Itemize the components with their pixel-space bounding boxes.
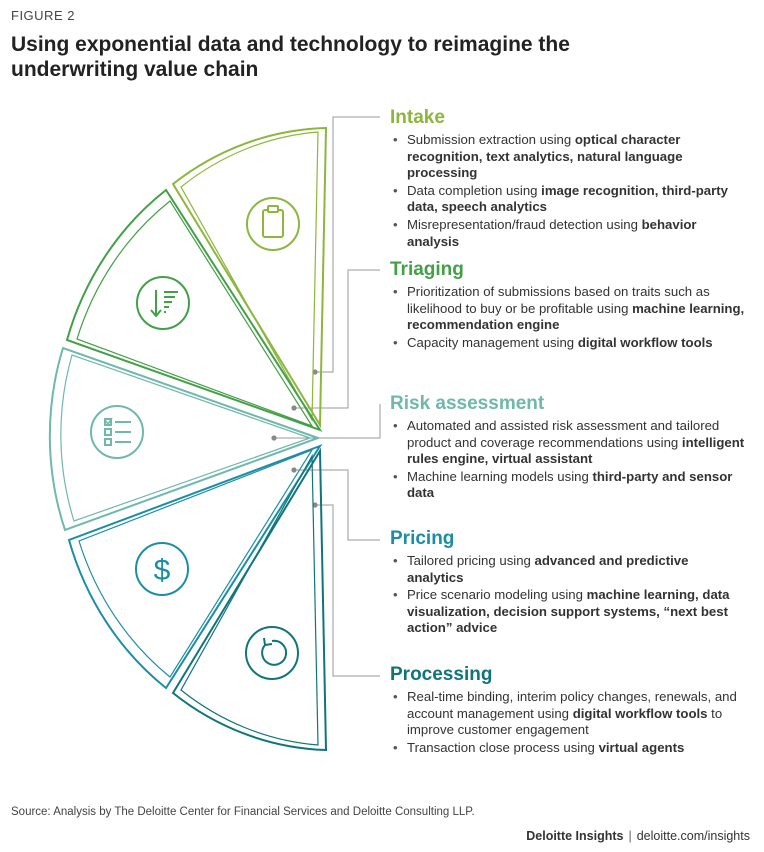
stage-risk-assessment: Risk assessment Automated and assisted r…	[390, 393, 745, 503]
bullet-text: Tailored pricing using	[407, 553, 535, 568]
stage-bullet: Automated and assisted risk assessment a…	[390, 418, 745, 468]
bullet-text: Automated and assisted risk assessment a…	[407, 418, 720, 450]
bullet-technology: image recognition, third-party data, spe…	[407, 182, 728, 215]
stage-bullets-processing: Real-time binding, interim policy change…	[390, 689, 745, 756]
bullet-text: Prioritization of submissions based on t…	[407, 284, 710, 316]
stage-bullets-intake: Submission extraction using optical char…	[390, 132, 745, 250]
bullet-technology: machine learning, data visualization, de…	[407, 587, 730, 636]
bullet-technology: behavior analysis	[407, 216, 697, 249]
stage-pricing: Pricing Tailored pricing using advanced …	[390, 528, 745, 638]
stage-intake: Intake Submission extraction using optic…	[390, 107, 745, 251]
connector-processing	[315, 504, 380, 677]
bullet-text: to improve customer engagement	[407, 705, 723, 738]
connector-dots	[271, 369, 318, 508]
bullet-technology: intelligent rules engine, virtual assist…	[407, 434, 745, 467]
stage-bullets-risk-assessment: Automated and assisted risk assessment a…	[390, 418, 745, 502]
bullet-text: Misrepresentation/fraud detection using	[407, 216, 642, 232]
footer-separator: |	[628, 829, 632, 843]
stage-title-triaging: Triaging	[390, 259, 464, 280]
footer: Deloitte Insights | deloitte.com/insights	[526, 829, 750, 843]
stage-title-processing: Processing	[390, 664, 493, 685]
connector-intake	[315, 116, 380, 373]
bullet-technology: advanced and predictive analytics	[407, 553, 689, 585]
connector-dot-risk	[271, 435, 277, 441]
bullet-text: Machine learning models using	[407, 468, 593, 484]
connector-risk	[274, 404, 381, 439]
svg-text:$: $	[154, 554, 171, 587]
connector-dot-processing	[312, 502, 318, 508]
stage-bullet: Tailored pricing using advanced and pred…	[390, 553, 745, 586]
bullet-technology: virtual agents	[598, 739, 685, 755]
sector-triaging	[65, 188, 323, 432]
connector-dot-pricing	[291, 467, 297, 473]
connector-lines	[274, 116, 381, 677]
bullet-text: Data completion using	[407, 182, 542, 198]
figure-title: Using exponential data and technology to…	[11, 33, 570, 81]
sector-risk	[48, 346, 321, 532]
stage-triaging: Triaging Prioritization of submissions b…	[390, 259, 745, 352]
sector-processing	[171, 447, 328, 752]
bullet-text: Real-time binding, interim policy change…	[407, 689, 737, 721]
bullet-text: Price scenario modeling using	[407, 587, 587, 603]
stage-title-risk-assessment: Risk assessment	[390, 393, 545, 414]
bullet-technology: optical character recognition, text anal…	[407, 132, 683, 181]
source-note: Source: Analysis by The Deloitte Center …	[11, 806, 475, 818]
stage-bullet: Transaction close process using virtual …	[390, 740, 745, 757]
bullet-technology: digital workflow tools	[572, 705, 708, 721]
stage-processing: Processing Real-time binding, interim po…	[390, 664, 745, 757]
stage-bullet: Real-time binding, interim policy change…	[390, 689, 745, 739]
bullet-technology: third-party and sensor data	[407, 468, 733, 501]
bullet-text: Transaction close process using	[407, 739, 599, 755]
bullet-text: Submission extraction using	[407, 132, 575, 147]
stage-bullet: Price scenario modeling using machine le…	[390, 587, 745, 637]
stage-bullet: Misrepresentation/fraud detection using …	[390, 217, 745, 250]
bullet-technology: machine learning, recommendation engine	[407, 300, 745, 333]
connector-triaging	[294, 269, 380, 409]
sector-pricing	[67, 444, 323, 690]
bullet-technology: digital workflow tools	[577, 334, 713, 350]
sector-intake	[171, 126, 328, 429]
stage-bullet: Capacity management using digital workfl…	[390, 335, 745, 352]
connector-dot-intake	[312, 369, 318, 375]
dollar-icon: $	[135, 542, 189, 596]
figure-label: FIGURE 2	[11, 8, 75, 23]
stage-bullets-triaging: Prioritization of submissions based on t…	[390, 284, 745, 351]
stage-bullet: Machine learning models using third-part…	[390, 469, 745, 502]
stage-bullet: Submission extraction using optical char…	[390, 132, 745, 182]
clipboard-icon	[246, 197, 300, 251]
stage-bullet: Prioritization of submissions based on t…	[390, 284, 745, 334]
stage-title-intake: Intake	[390, 107, 445, 128]
stage-title-pricing: Pricing	[390, 528, 455, 549]
footer-site: deloitte.com/insights	[636, 829, 750, 843]
stage-bullets-pricing: Tailored pricing using advanced and pred…	[390, 553, 745, 637]
bullet-text: Capacity management using	[407, 334, 578, 350]
refresh-icon	[245, 626, 299, 680]
sort-list-icon	[136, 276, 190, 330]
stage-bullet: Data completion using image recognition,…	[390, 183, 745, 216]
footer-brand: Deloitte Insights	[526, 829, 624, 843]
connector-pricing	[294, 469, 380, 541]
connector-dot-triaging	[291, 405, 297, 411]
checklist-icon	[90, 405, 144, 459]
